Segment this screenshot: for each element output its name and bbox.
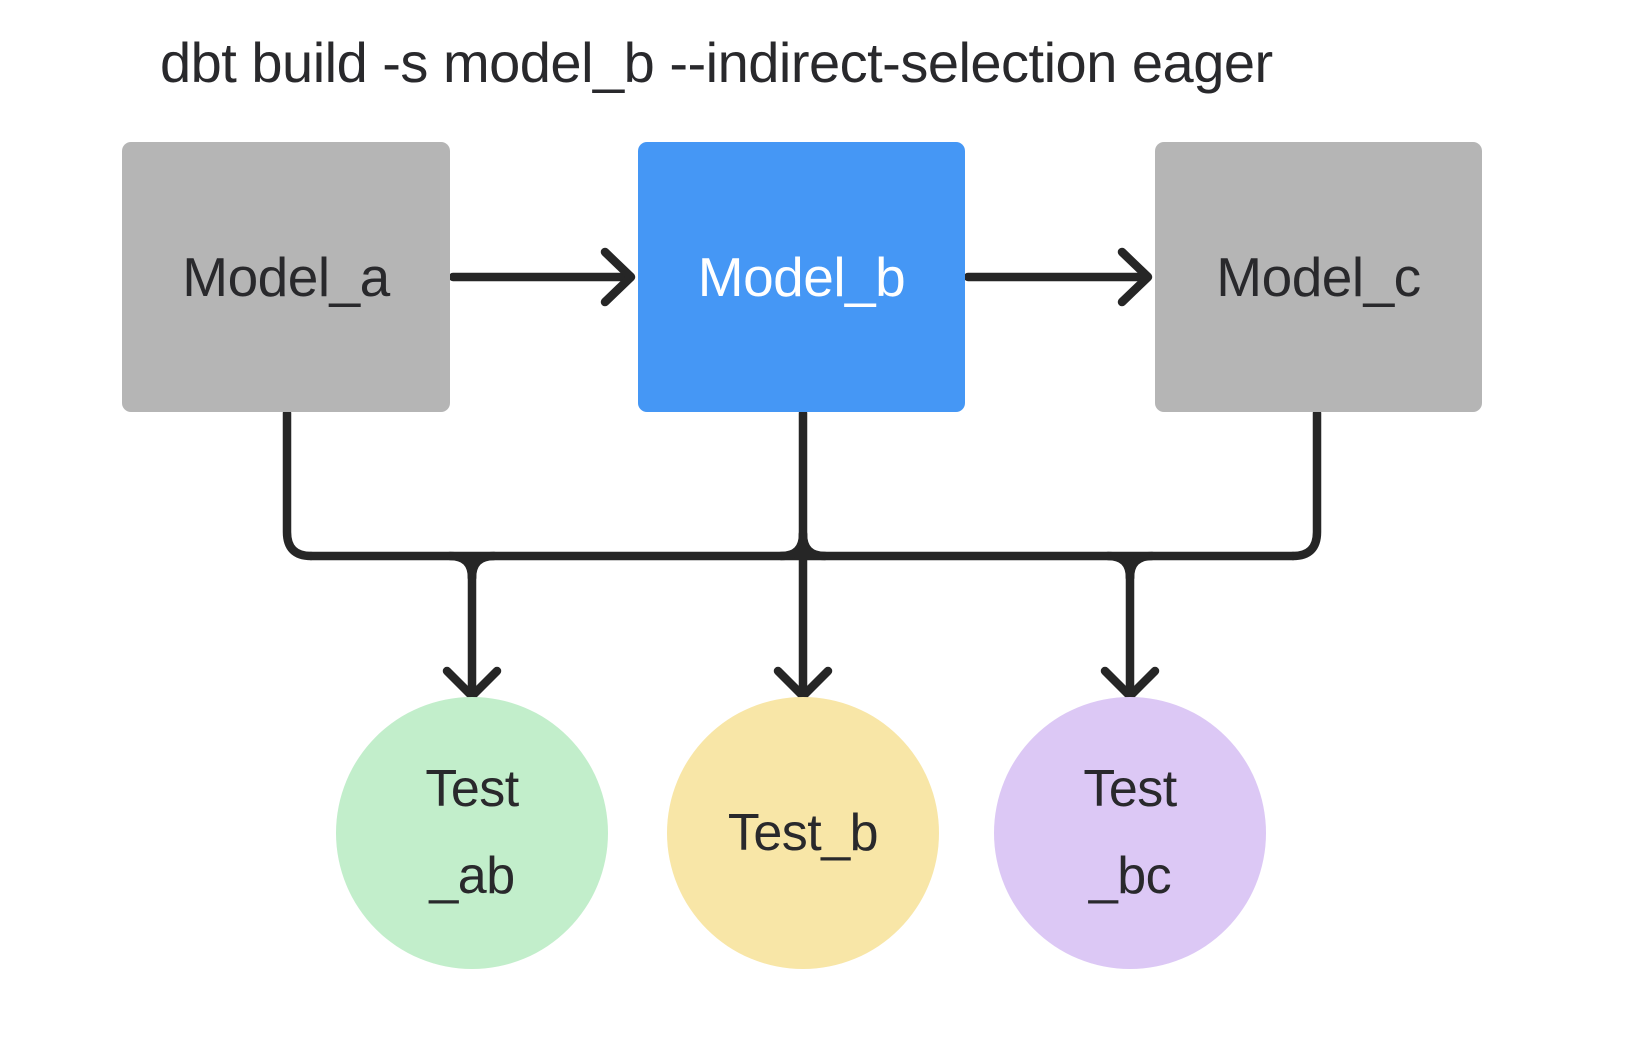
node-model-b-label: Model_b (697, 246, 906, 308)
junction-fillet-model-b-right (798, 529, 830, 561)
arrowhead-model-b-icon (600, 247, 636, 307)
node-test-b: Test_b (667, 697, 939, 969)
node-test-ab-label-line1: Test (425, 760, 519, 818)
node-model-a-label: Model_a (182, 246, 390, 308)
node-test-bc-label-line2: _bc (1088, 847, 1172, 905)
arrowhead-test-ab-icon (442, 666, 502, 701)
node-model-c-label: Model_c (1216, 246, 1421, 308)
node-test-b-label: Test_b (727, 803, 879, 862)
edge-model-c-drop (1288, 408, 1322, 561)
junction-fillet-test-bc-right (1125, 551, 1157, 583)
node-test-bc: Test _bc (994, 697, 1266, 969)
node-model-c: Model_c (1155, 142, 1482, 412)
node-model-b: Model_b (638, 142, 965, 412)
arrowhead-test-b-icon (773, 666, 833, 701)
node-test-ab-label-line2: _ab (429, 847, 515, 905)
arrowhead-test-bc-icon (1100, 666, 1160, 701)
arrowhead-model-c-icon (1117, 247, 1153, 307)
node-model-a: Model_a (122, 142, 450, 412)
junction-fillet-test-ab-right (467, 551, 499, 583)
node-test-bc-label-line1: Test (1083, 760, 1177, 818)
edge-model-a-drop (282, 408, 316, 561)
command-title: dbt build -s model_b --indirect-selectio… (160, 31, 1273, 94)
node-test-ab: Test _ab (336, 697, 608, 969)
